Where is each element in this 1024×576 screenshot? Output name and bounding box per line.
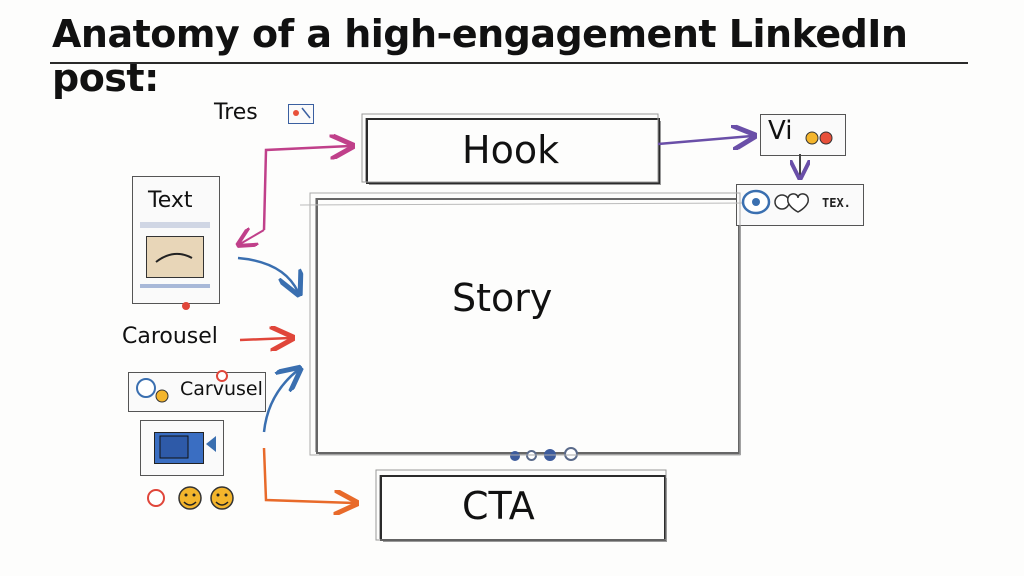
cta-box-sketch — [375, 469, 667, 541]
story-box-sketch — [309, 192, 741, 456]
photo-icon — [159, 435, 189, 459]
progress-line-icon — [140, 284, 210, 288]
text-line-icon — [140, 222, 210, 228]
text-badge: TEX. — [822, 196, 851, 210]
arrow-carvusel-to-story — [262, 370, 298, 433]
chat-bubble-icon — [136, 378, 156, 398]
chat-dot-icon — [752, 198, 760, 206]
hook-box-sketch — [361, 113, 659, 183]
emoji-face-icon — [210, 486, 234, 510]
emoji-reaction-icon — [819, 131, 833, 145]
story-top-sketch — [299, 202, 751, 206]
carousel-dot-4 — [564, 447, 578, 461]
hook-label: Hook — [462, 128, 560, 172]
story-label: Story — [452, 276, 553, 320]
carousel-dot-1 — [510, 451, 520, 461]
heart-icon — [787, 193, 809, 213]
image-icon — [288, 104, 314, 124]
arrow-text-to-story — [237, 256, 298, 292]
arrow-to-hook — [262, 146, 350, 231]
title-underline — [50, 62, 968, 64]
play-triangle-icon — [206, 436, 216, 452]
arrow-to-text-card — [240, 230, 265, 244]
tres-dot-icon — [293, 110, 299, 116]
text-label: Text — [148, 188, 193, 213]
reaction-icon — [147, 489, 165, 507]
play-icon — [805, 131, 819, 145]
chat-bubble-small-icon — [774, 194, 790, 210]
carousel-label: Carousel — [122, 324, 218, 349]
tres-label: Tres — [214, 100, 258, 125]
arrow-hook-to-video — [657, 136, 752, 144]
video-label: Vi — [768, 116, 793, 146]
video-scribble-icon — [155, 252, 193, 263]
arrow-to-cta — [262, 447, 354, 503]
emoji-icon — [155, 389, 169, 403]
carousel-dot-icon — [216, 370, 228, 382]
tres-line-icon — [301, 107, 311, 119]
cta-label: CTA — [462, 484, 535, 528]
carvusel-label: Carvusel — [180, 378, 263, 400]
emoji-face-icon — [178, 486, 202, 510]
video-thumbnail-icon — [146, 236, 204, 278]
arrow-carousel-to-story — [239, 338, 290, 340]
hook-box — [366, 118, 660, 184]
red-pin-icon — [182, 302, 190, 310]
